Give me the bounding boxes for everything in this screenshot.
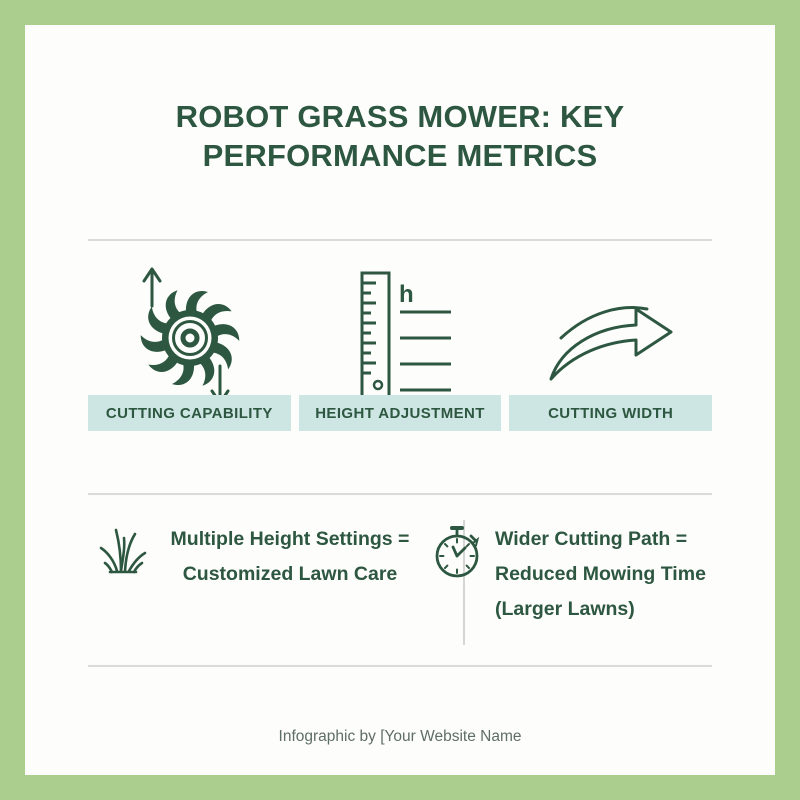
metric-icons-row: h (88, 255, 712, 417)
footer-credit: Infographic by [Your Website Name (278, 728, 522, 745)
divider-top (88, 239, 712, 241)
svg-text:h: h (399, 281, 414, 308)
metric-label-text: HEIGHT ADJUSTMENT (315, 404, 485, 422)
divider-middle (88, 493, 712, 495)
grass-tuft-icon (96, 524, 148, 576)
infographic-card: ROBOT GRASS MOWER: KEY PERFORMANCE METRI… (25, 25, 775, 775)
metric-label-cutting-capability: CUTTING CAPABILITY (88, 395, 291, 431)
ruler-height-icon: h (299, 255, 502, 417)
vertical-divider (463, 520, 465, 645)
benefit-height-settings: Multiple Height Settings = Customized La… (96, 524, 436, 592)
metric-label-height-adjustment: HEIGHT ADJUSTMENT (298, 395, 502, 431)
benefit-text: Multiple Height Settings = Customized La… (170, 528, 410, 585)
metric-label-text: CUTTING CAPABILITY (105, 404, 273, 422)
stopwatch-icon (432, 524, 482, 580)
page-title: ROBOT GRASS MOWER: KEY PERFORMANCE METRI… (175, 99, 625, 173)
benefits-section: Multiple Height Settings = Customized La… (88, 518, 712, 665)
saw-blade-with-arrows-icon (88, 255, 291, 417)
curved-arrow-right-icon (509, 255, 712, 417)
benefit-cutting-path: Wider Cutting Path = Reduced Mowing Time… (432, 524, 712, 627)
metric-labels-row: CUTTING CAPABILITY HEIGHT ADJUSTMENT CUT… (88, 395, 713, 431)
benefit-text: Wider Cutting Path = Reduced Mowing Time… (495, 528, 706, 620)
metric-label-text: CUTTING WIDTH (548, 404, 674, 422)
divider-bottom (88, 665, 712, 667)
metric-label-cutting-width: CUTTING WIDTH (509, 395, 713, 431)
